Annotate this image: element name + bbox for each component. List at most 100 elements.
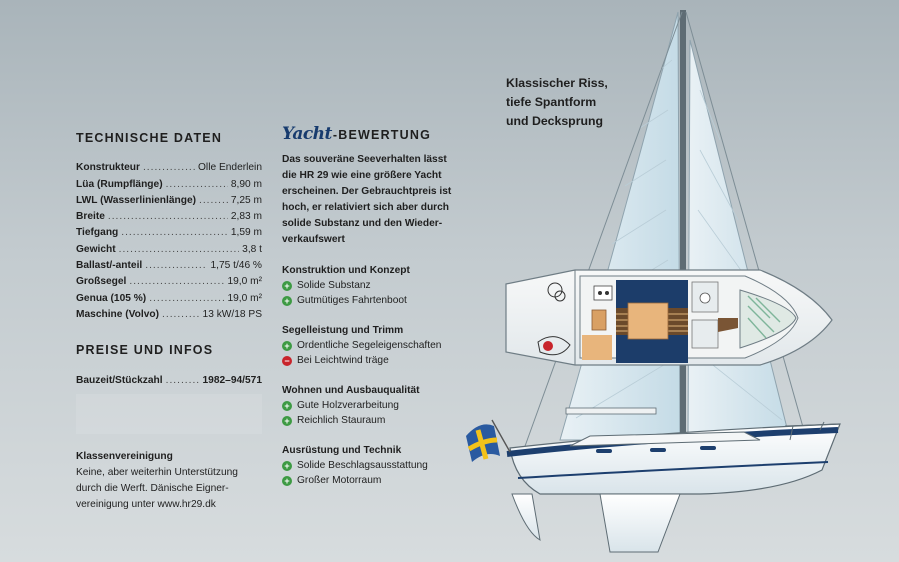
spec-row: Konstrukteur Olle Enderlein <box>76 157 262 173</box>
spec-label: Großsegel <box>76 276 127 288</box>
spec-label: Ballast/-anteil <box>76 260 143 272</box>
leader-dots <box>121 227 228 238</box>
leader-dots <box>145 260 207 271</box>
spec-row: Ballast/-anteil 1,75 t/46 % <box>76 255 262 271</box>
rating-item-text: Solide Substanz <box>297 280 371 291</box>
spec-list: Konstrukteur Olle Enderlein Lüa (Rumpflän… <box>76 157 262 320</box>
class-association-line: vereinigung unter www.hr29.dk <box>76 499 216 511</box>
category-title: Segelleistung und Trimm <box>282 325 404 336</box>
rating-intro-line: hoch, er relativiert sich aber durch <box>282 202 450 213</box>
plus-icon: + <box>282 295 292 306</box>
drawing-caption: Klassischer Riss, tiefe Spantform und De… <box>506 74 646 131</box>
rating-item-text: Solide Beschlagsausstattung <box>297 460 428 471</box>
build-period-row: Bauzeit/Stückzahl1982–94/571 <box>76 370 262 386</box>
rating-intro-line: erscheinen. Der Gebrauchtpreis ist <box>282 186 452 197</box>
caption-line: tiefe Spantform <box>506 95 597 109</box>
rating-item: +Ordentliche Segeleigenschaften <box>282 338 478 353</box>
left-column: TECHNISCHE DATEN Konstrukteur Olle Enderl… <box>76 131 262 513</box>
spec-value: Olle Enderlein <box>198 162 262 174</box>
category-title: Wohnen und Ausbauqualität <box>282 385 420 396</box>
spec-label: Tiefgang <box>76 227 119 239</box>
sailboat-illustration <box>466 10 841 553</box>
rating-category: Wohnen und Ausbauqualität + Gute Holzvera… <box>282 383 478 428</box>
class-association: Klassenvereinigung Keine, aber weiterhin… <box>76 449 262 513</box>
spec-label: Konstrukteur <box>76 162 140 174</box>
rating-item-text: Gute Holzverarbeitung <box>297 400 399 411</box>
plus-icon: + <box>282 475 292 486</box>
rating-heading-text: -BEWERTUNG <box>332 128 432 142</box>
rating-item: + Gutmütiges Fahrtenboot <box>282 293 478 308</box>
spec-row: Großsegel 19,0 m² <box>76 271 262 287</box>
spec-row: Genua (105 %) 19,0 m² <box>76 287 262 304</box>
rating-item-text: Bei Leichtwind träge <box>297 355 389 366</box>
class-association-title: Klassenvereinigung <box>76 451 173 463</box>
caption-line: und Decksprung <box>506 114 604 128</box>
rating-item: + Großer Motorraum <box>282 473 478 488</box>
swedish-flag-icon <box>466 419 511 462</box>
spec-value: 3,8 t <box>242 243 262 255</box>
mainsail <box>559 11 681 441</box>
leader-dots <box>166 375 200 386</box>
spec-row: Gewicht3,8 t <box>76 238 262 255</box>
caption-line: Klassischer Riss, <box>506 76 608 90</box>
rating-item-text: Reichlich Stauraum <box>297 415 386 426</box>
spec-value: 8,90 m <box>230 178 262 190</box>
spec-row: Tiefgang 1,59 m <box>76 222 262 238</box>
rating-category: Konstruktion und Konzept +Solide Substan… <box>282 263 478 308</box>
category-title: Konstruktion und Konzept <box>282 265 410 276</box>
spec-value: 19,0 m² <box>227 292 262 304</box>
spec-row: Breite2,83 m <box>76 206 262 222</box>
spec-label: Maschine (Volvo) <box>76 308 160 320</box>
forestay <box>685 11 811 453</box>
deck-gear-icons <box>537 282 571 356</box>
leader-dots <box>199 195 228 206</box>
rating-intro-line: die HR 29 wie eine größere Yacht <box>282 170 442 181</box>
leader-dots <box>108 211 228 222</box>
rating-heading: Yacht-BEWERTUNG <box>282 124 478 144</box>
leader-dots <box>162 309 200 320</box>
leader-dots <box>143 162 195 173</box>
minus-icon: − <box>282 355 292 366</box>
spec-label: Breite <box>76 211 105 223</box>
category-title: Ausrüstung und Technik <box>282 445 402 456</box>
technical-data-heading: TECHNISCHE DATEN <box>76 131 223 145</box>
spec-value: 19,0 m² <box>227 276 262 288</box>
spec-value: 13 kW/18 PS <box>202 308 262 320</box>
leader-dots <box>166 179 228 190</box>
rating-item-text: Gutmütiges Fahrtenboot <box>297 295 407 306</box>
yacht-logo: Yacht <box>282 124 332 144</box>
plus-icon: + <box>282 415 292 426</box>
rating-item: + Solide Beschlagsausstattung <box>282 458 478 473</box>
genoa-sail <box>687 39 791 441</box>
hull-side-view <box>506 407 841 553</box>
empty-price-band <box>76 394 262 435</box>
class-association-line: durch die Werft. Dänische Eigner- <box>76 483 229 495</box>
class-association-line: Keine, aber weiterhin Unterstützung <box>76 467 238 479</box>
spec-row: Lüa (Rumpflänge) 8,90 m <box>76 173 262 190</box>
mast <box>680 10 686 450</box>
rating-item: + Reichlich Stauraum <box>282 413 478 428</box>
rating-column: Yacht-BEWERTUNG Das souveräne Seeverhalt… <box>282 124 478 488</box>
leader-dots <box>129 276 224 287</box>
rating-item: +Solide Substanz <box>282 278 478 293</box>
backstay <box>519 11 683 461</box>
rating-intro-line: solide Substanz und den Wieder- <box>282 218 443 229</box>
rating-item-text: Großer Motorraum <box>297 475 382 486</box>
rating-category: Segelleistung und Trimm +Ordentliche Seg… <box>282 323 478 368</box>
rating-intro: Das souveräne Seeverhalten lässt die HR … <box>282 152 478 248</box>
spec-label: Lüa (Rumpflänge) <box>76 178 163 190</box>
spec-row: Maschine (Volvo) 13 kW/18 PS <box>76 304 262 320</box>
rating-intro-line: verkaufswert <box>282 234 345 245</box>
prices-heading: PREISE UND INFOS <box>76 342 214 357</box>
deck-plan <box>505 269 833 366</box>
spec-label: Genua (105 %) <box>76 292 147 304</box>
leader-dots <box>149 293 224 304</box>
plus-icon: + <box>282 460 292 471</box>
leader-dots <box>119 244 240 255</box>
spec-value: 7,25 m <box>230 194 262 206</box>
spec-label: LWL (Wasserlinienlänge) <box>76 194 197 206</box>
rating-intro-line: Das souveräne Seeverhalten lässt <box>282 154 447 165</box>
rating-category: Ausrüstung und Technik + Solide Beschlags… <box>282 443 478 488</box>
spec-value: 1,59 m <box>230 227 262 239</box>
spec-value: 1,75 t/46 % <box>210 260 262 272</box>
